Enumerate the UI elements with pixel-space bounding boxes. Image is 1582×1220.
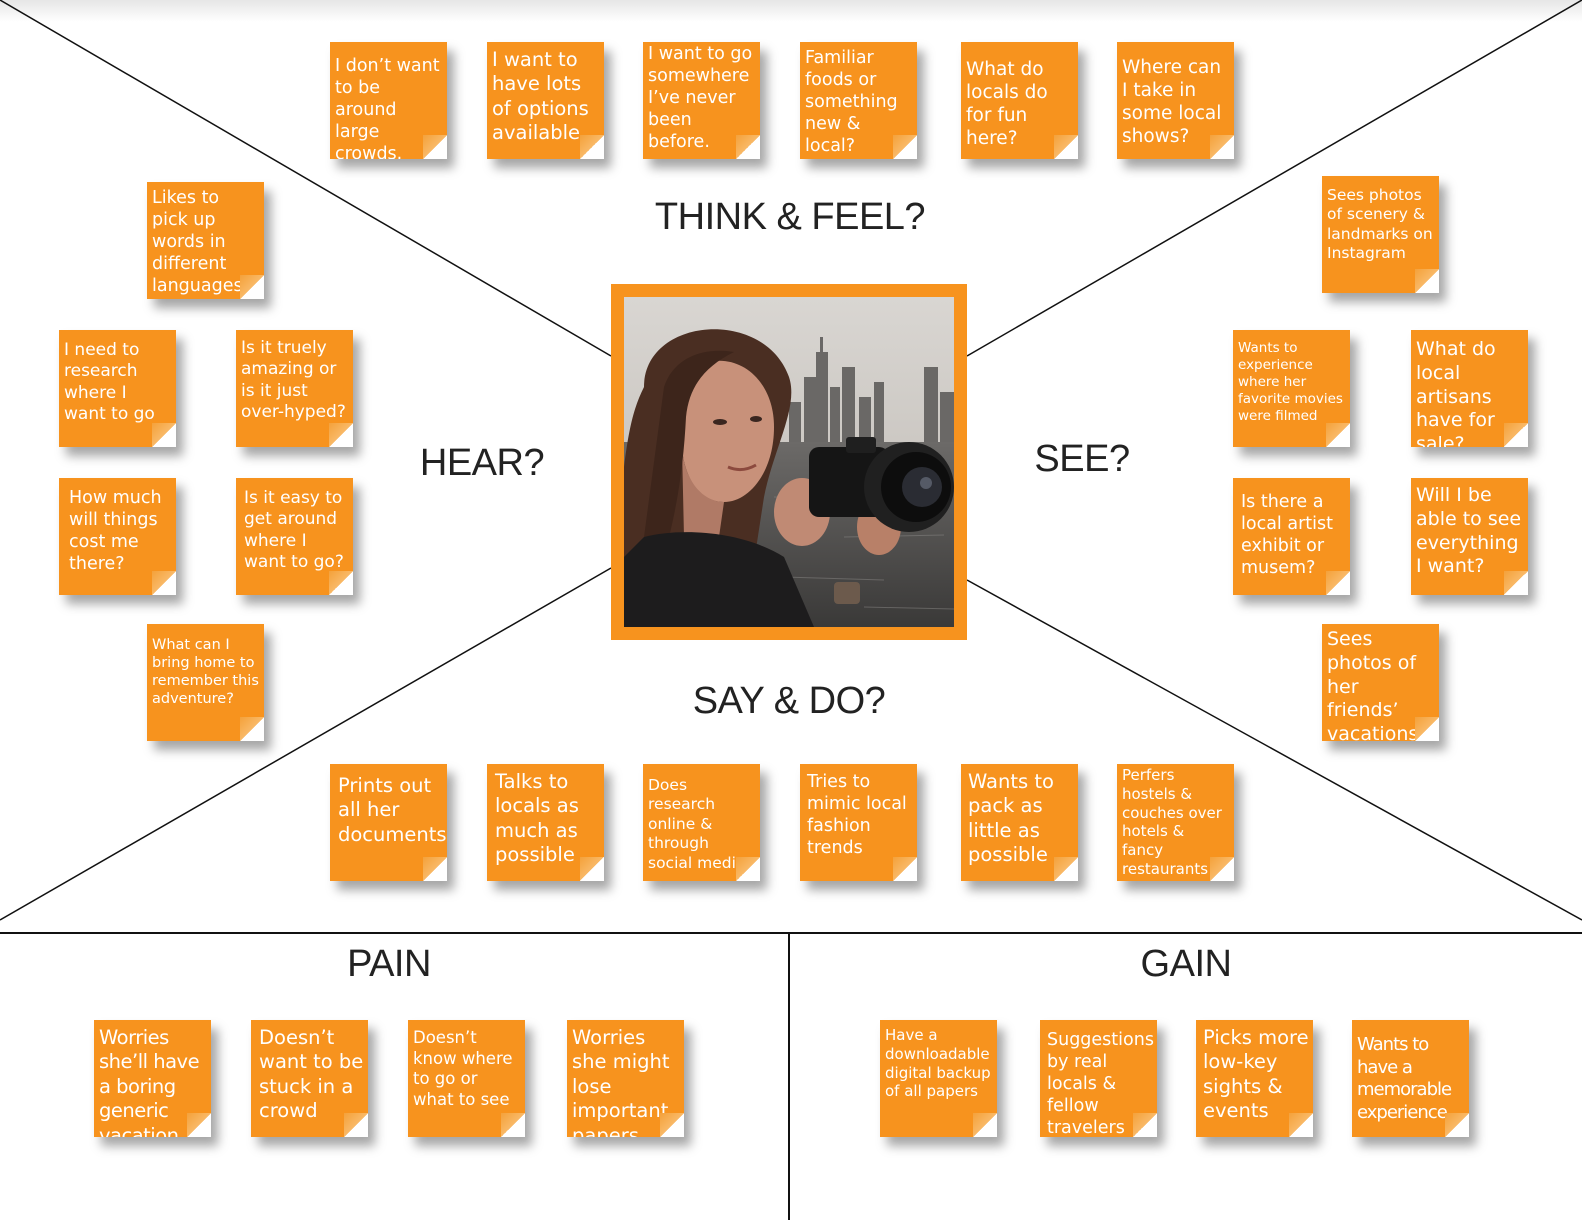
note-text: What can I bring home to remember this a… bbox=[152, 637, 259, 708]
sticky-note: Sees photos of scenery & landmarks on In… bbox=[1322, 176, 1439, 293]
note-text: Doesn’t know where to go or what to see bbox=[413, 1028, 513, 1109]
sticky-note: Picks more low-key sights & events bbox=[1196, 1020, 1313, 1137]
note-text: How much will things cost me there? bbox=[69, 488, 162, 574]
woman-with-camera-image bbox=[624, 297, 954, 627]
note-text: Where can I take in some local shows? bbox=[1122, 57, 1222, 148]
note-text: Suggestions by real locals & fellow trav… bbox=[1047, 1030, 1154, 1137]
note-text: Will I be able to see everything I want? bbox=[1416, 484, 1522, 578]
sticky-note: What do local artisans have for sale? bbox=[1411, 330, 1528, 447]
note-text: Is it truely amazing or is it just over-… bbox=[241, 338, 346, 422]
heading-see: SEE? bbox=[1034, 438, 1130, 480]
diagonal-top-left bbox=[0, 0, 612, 357]
sticky-note: I don’t want to be around large crowds. bbox=[330, 42, 447, 159]
sticky-note: Is there a local artist exhibit or musem… bbox=[1233, 478, 1350, 595]
sticky-note: Talks to locals as much as possible bbox=[487, 764, 604, 881]
persona-photo bbox=[624, 297, 954, 627]
sticky-note: What do locals do for fun here? bbox=[961, 42, 1078, 159]
note-text: I need to research where I want to go bbox=[64, 340, 155, 424]
heading-hear: HEAR? bbox=[419, 442, 545, 484]
diagonal-bottom-left bbox=[0, 567, 612, 921]
note-text: Is it easy to get around where I want to… bbox=[244, 488, 344, 572]
note-text: Worries she might lose important papers bbox=[572, 1026, 670, 1137]
sticky-note: Suggestions by real locals & fellow trav… bbox=[1040, 1020, 1157, 1137]
sticky-note: Is it easy to get around where I want to… bbox=[236, 478, 353, 595]
sticky-note: Doesn’t know where to go or what to see bbox=[408, 1020, 525, 1137]
sticky-note: Have a downloadable digital backup of al… bbox=[880, 1020, 997, 1137]
sticky-note: Wants to experience where her favorite m… bbox=[1233, 330, 1350, 447]
note-text: Tries to mimic local fashion trends bbox=[807, 772, 907, 858]
note-text: What do locals do for fun here? bbox=[966, 59, 1048, 150]
note-text: Wants to pack as little as possible bbox=[968, 770, 1054, 867]
diagonal-bottom-right bbox=[966, 579, 1582, 921]
heading-say-do: SAY & DO? bbox=[692, 680, 886, 722]
sticky-note: Tries to mimic local fashion trends bbox=[800, 764, 917, 881]
sticky-note: How much will things cost me there? bbox=[59, 478, 176, 595]
note-text: Prints out all her documents bbox=[338, 774, 447, 846]
sticky-note: I want to go somewhere I’ve never been b… bbox=[643, 42, 760, 159]
sticky-note: Is it truely amazing or is it just over-… bbox=[236, 330, 353, 447]
sticky-note: Likes to pick up words in different lang… bbox=[147, 182, 264, 299]
note-text: Picks more low-key sights & events bbox=[1203, 1026, 1309, 1123]
note-text: Doesn’t want to be stuck in a crowd bbox=[259, 1026, 364, 1123]
sticky-note: Worries she might lose important papers bbox=[567, 1020, 684, 1137]
sticky-note: Wants to have a memorable experience bbox=[1352, 1020, 1469, 1137]
sticky-note: Sees photos of her friends’ vacations bbox=[1322, 624, 1439, 741]
sticky-note: Prints out all her documents bbox=[330, 764, 447, 881]
note-text: Is there a local artist exhibit or musem… bbox=[1241, 492, 1333, 578]
diagonal-top-right bbox=[966, 0, 1582, 357]
sticky-note: Doesn’t want to be stuck in a crowd bbox=[251, 1020, 368, 1137]
note-text: Likes to pick up words in different lang… bbox=[152, 188, 243, 296]
sticky-note: I want to have lots of options available… bbox=[487, 42, 604, 159]
sticky-note: Does research online & through social me… bbox=[643, 764, 760, 881]
sticky-note: Worries she’ll have a boring generic vac… bbox=[94, 1020, 211, 1137]
top-shadow bbox=[0, 0, 1582, 22]
note-text: Worries she’ll have a boring generic vac… bbox=[99, 1026, 200, 1137]
sticky-note: Wants to pack as little as possible bbox=[961, 764, 1078, 881]
heading-think-feel: THINK & FEEL? bbox=[654, 196, 926, 238]
persona-photo-frame bbox=[611, 284, 967, 640]
sticky-note: Where can I take in some local shows? bbox=[1117, 42, 1234, 159]
note-text: I don’t want to be around large crowds. bbox=[335, 56, 440, 159]
note-text: Wants to have a memorable experience bbox=[1357, 1034, 1452, 1123]
note-text: Perfers hostels & couches over hotels & … bbox=[1122, 766, 1222, 878]
note-text: Sees photos of scenery & landmarks on In… bbox=[1327, 186, 1433, 263]
sticky-note: Perfers hostels & couches over hotels & … bbox=[1117, 764, 1234, 881]
note-text: Have a downloadable digital backup of al… bbox=[885, 1026, 991, 1101]
note-text: Familiar foods or something new & local? bbox=[805, 48, 898, 156]
note-text: Does research online & through social me… bbox=[648, 776, 746, 872]
note-text: What do local artisans have for sale? bbox=[1416, 338, 1496, 447]
note-text: I want to go somewhere I’ve never been b… bbox=[648, 44, 753, 152]
sticky-note: What can I bring home to remember this a… bbox=[147, 624, 264, 741]
note-text: I want to have lots of options available… bbox=[492, 48, 589, 145]
note-text: Sees photos of her friends’ vacations bbox=[1327, 628, 1419, 741]
heading-pain: PAIN bbox=[347, 943, 431, 985]
sticky-note: I need to research where I want to go bbox=[59, 330, 176, 447]
heading-gain: GAIN bbox=[1140, 943, 1232, 985]
sticky-note: Familiar foods or something new & local? bbox=[800, 42, 917, 159]
note-text: Wants to experience where her favorite m… bbox=[1238, 340, 1343, 424]
note-text: Talks to locals as much as possible bbox=[495, 770, 579, 867]
sticky-note: Will I be able to see everything I want? bbox=[1411, 478, 1528, 595]
